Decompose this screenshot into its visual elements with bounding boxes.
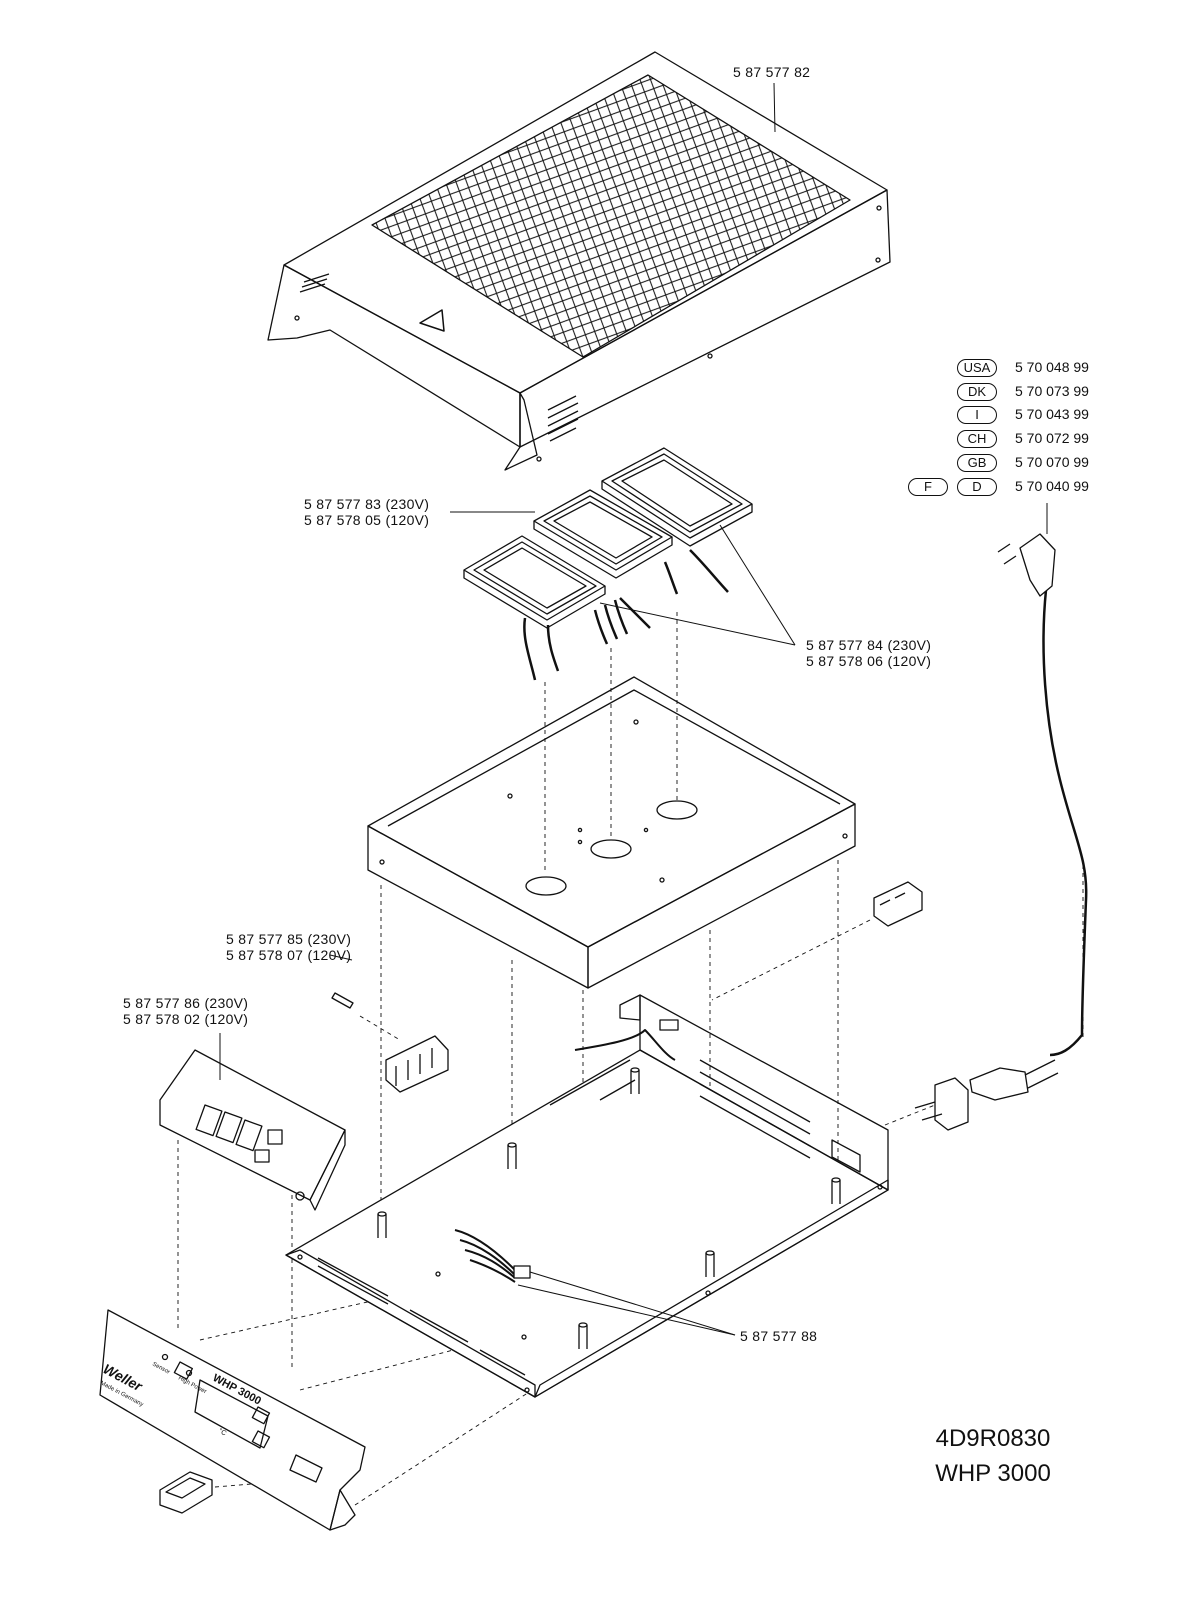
label-terminal-120: 5 87 578 07 (120V)	[226, 947, 352, 963]
power-switch	[159, 1471, 213, 1514]
label-heater-pair-230: 5 87 577 84 (230V)	[806, 637, 932, 653]
iec-inlet	[914, 1077, 969, 1131]
base-chassis	[285, 994, 889, 1398]
power-cord	[969, 503, 1088, 1101]
product-name: WHP 3000	[935, 1460, 1051, 1487]
cord-code: 5 70 073 99	[1015, 383, 1089, 399]
country-badge: GB	[957, 454, 997, 473]
control-board	[159, 1033, 346, 1211]
standoffs	[377, 1067, 841, 1349]
terminal-block	[329, 954, 449, 1093]
label-heater-pair-120: 5 87 578 06 (120V)	[806, 653, 932, 669]
country-badge: CH	[957, 430, 997, 449]
cord-code: 5 70 072 99	[1015, 430, 1089, 446]
sensor-connector	[873, 881, 923, 927]
front-panel	[99, 1309, 366, 1531]
cord-row: DK 5 70 073 99	[957, 382, 1089, 402]
internal-wire	[574, 1029, 676, 1061]
cord-row: D 5 70 040 99	[957, 477, 1089, 497]
cable-harness	[454, 1229, 736, 1336]
top-cover	[267, 51, 891, 471]
label-heater-single-230: 5 87 577 83 (230V)	[304, 496, 430, 512]
screw-icon	[331, 992, 354, 1009]
country-badge: I	[957, 406, 997, 425]
label-cover: 5 87 577 82	[733, 64, 811, 80]
cord-code: 5 70 040 99	[1015, 478, 1089, 494]
cord-row: GB 5 70 070 99	[957, 453, 1089, 473]
country-badge-alt: F	[908, 478, 948, 496]
cord-row: CH 5 70 072 99	[957, 429, 1089, 449]
drawing-id: 4D9R0830	[935, 1425, 1051, 1452]
label-heater-single-120: 5 87 578 05 (120V)	[304, 512, 430, 528]
label-board-230: 5 87 577 86 (230V)	[123, 995, 249, 1011]
heating-elements	[450, 447, 796, 681]
cord-code: 5 70 043 99	[1015, 406, 1089, 422]
country-badge: D	[957, 478, 997, 497]
panel-unit: °C	[217, 1427, 228, 1438]
vent-slots-icon	[547, 395, 579, 442]
label-board-120: 5 87 578 02 (120V)	[123, 1011, 249, 1027]
label-harness: 5 87 577 88	[740, 1328, 818, 1344]
heater-tray	[367, 676, 856, 989]
cord-row: USA 5 70 048 99	[957, 358, 1089, 378]
country-badge: USA	[957, 359, 997, 378]
country-badge: DK	[957, 383, 997, 402]
cord-code: 5 70 048 99	[1015, 359, 1089, 375]
hot-surface-warning-icon	[419, 309, 445, 332]
label-terminal-230: 5 87 577 85 (230V)	[226, 931, 352, 947]
cord-row: I 5 70 043 99	[957, 405, 1089, 425]
cord-code: 5 70 070 99	[1015, 454, 1089, 470]
